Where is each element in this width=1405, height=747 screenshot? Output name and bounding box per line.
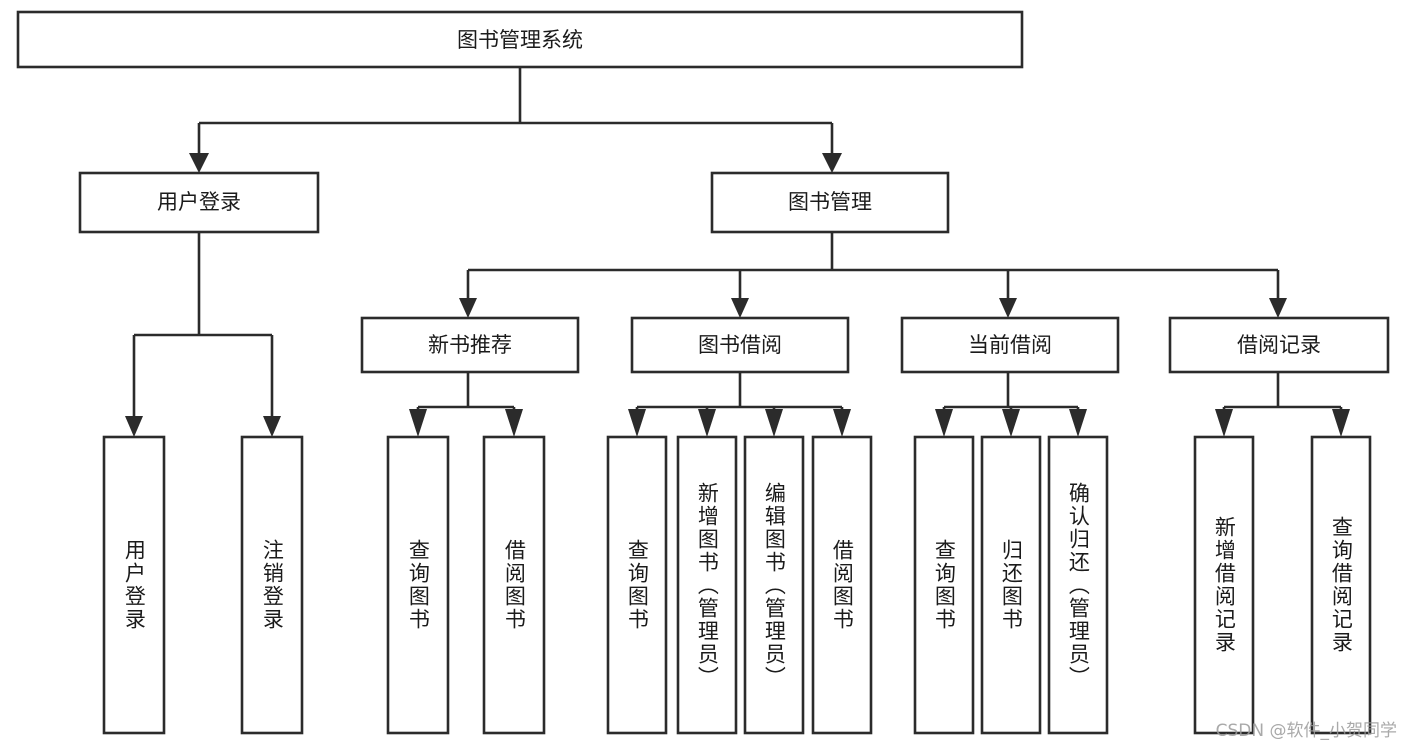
node-leaf-query-record[interactable]	[1310, 435, 1372, 735]
arrowhead-leaf-add-record	[1215, 409, 1233, 437]
arrowhead-leaf-add-book	[698, 409, 716, 437]
node-user-login[interactable]	[78, 171, 320, 234]
label-root: 图书管理系统	[457, 28, 583, 52]
node-leaf-confirm-return[interactable]	[1047, 435, 1109, 735]
node-current-borrow[interactable]	[900, 316, 1120, 374]
node-leaf-return-book[interactable]	[980, 435, 1042, 735]
arrowhead-leaf-borrow-query	[628, 409, 646, 437]
connector-layer	[125, 67, 1350, 437]
node-leaf-edit-book[interactable]	[743, 435, 805, 735]
arrowhead-book-borrow	[731, 298, 749, 318]
arrowhead-leaf-return-book	[1002, 409, 1020, 437]
arrowhead-leaf-cur-query	[935, 409, 953, 437]
label-current-borrow: 当前借阅	[968, 333, 1052, 357]
arrowhead-leaf-rec-borrow	[505, 409, 523, 437]
node-leaf-user-login[interactable]	[102, 435, 166, 735]
node-leaf-add-record[interactable]	[1193, 435, 1255, 735]
node-leaf-user-logout[interactable]	[240, 435, 304, 735]
arrowhead-current-borrow	[999, 298, 1017, 318]
arrowhead-leaf-borrow-book	[833, 409, 851, 437]
arrowhead-leaf-confirm-return	[1069, 409, 1087, 437]
arrowhead-leaf-rec-query	[409, 409, 427, 437]
watermark-text: CSDN @软件_小贺同学	[1215, 721, 1397, 741]
label-borrow-record: 借阅记录	[1237, 333, 1321, 357]
node-root[interactable]	[16, 10, 1024, 69]
label-book-manage: 图书管理	[788, 190, 872, 214]
node-leaf-rec-borrow[interactable]	[482, 435, 546, 735]
node-new-book-rec[interactable]	[360, 316, 580, 374]
node-layer	[16, 10, 1390, 735]
node-book-manage[interactable]	[710, 171, 950, 234]
arrowhead-leaf-edit-book	[765, 409, 783, 437]
label-user-login: 用户登录	[157, 190, 241, 214]
arrowhead-leaf-user-login	[125, 416, 143, 437]
node-leaf-borrow-book[interactable]	[811, 435, 873, 735]
node-leaf-cur-query[interactable]	[913, 435, 975, 735]
arrowhead-new-book-rec	[459, 298, 477, 318]
label-book-borrow: 图书借阅	[698, 333, 782, 357]
node-leaf-rec-query[interactable]	[386, 435, 450, 735]
node-leaf-borrow-query[interactable]	[606, 435, 668, 735]
label-new-book-rec: 新书推荐	[428, 333, 512, 357]
node-leaf-add-book[interactable]	[676, 435, 738, 735]
arrowhead-leaf-user-logout	[263, 416, 281, 437]
arrowhead-borrow-record	[1269, 298, 1287, 318]
arrowhead-book-manage	[822, 153, 842, 173]
arrowhead-leaf-query-record	[1332, 409, 1350, 437]
horizontal-label-layer: 图书管理系统 用户登录 图书管理 新书推荐 图书借阅 当前借阅 借阅记录	[157, 28, 1321, 357]
arrowhead-user-login	[189, 153, 209, 173]
node-book-borrow[interactable]	[630, 316, 850, 374]
node-borrow-record[interactable]	[1168, 316, 1390, 374]
